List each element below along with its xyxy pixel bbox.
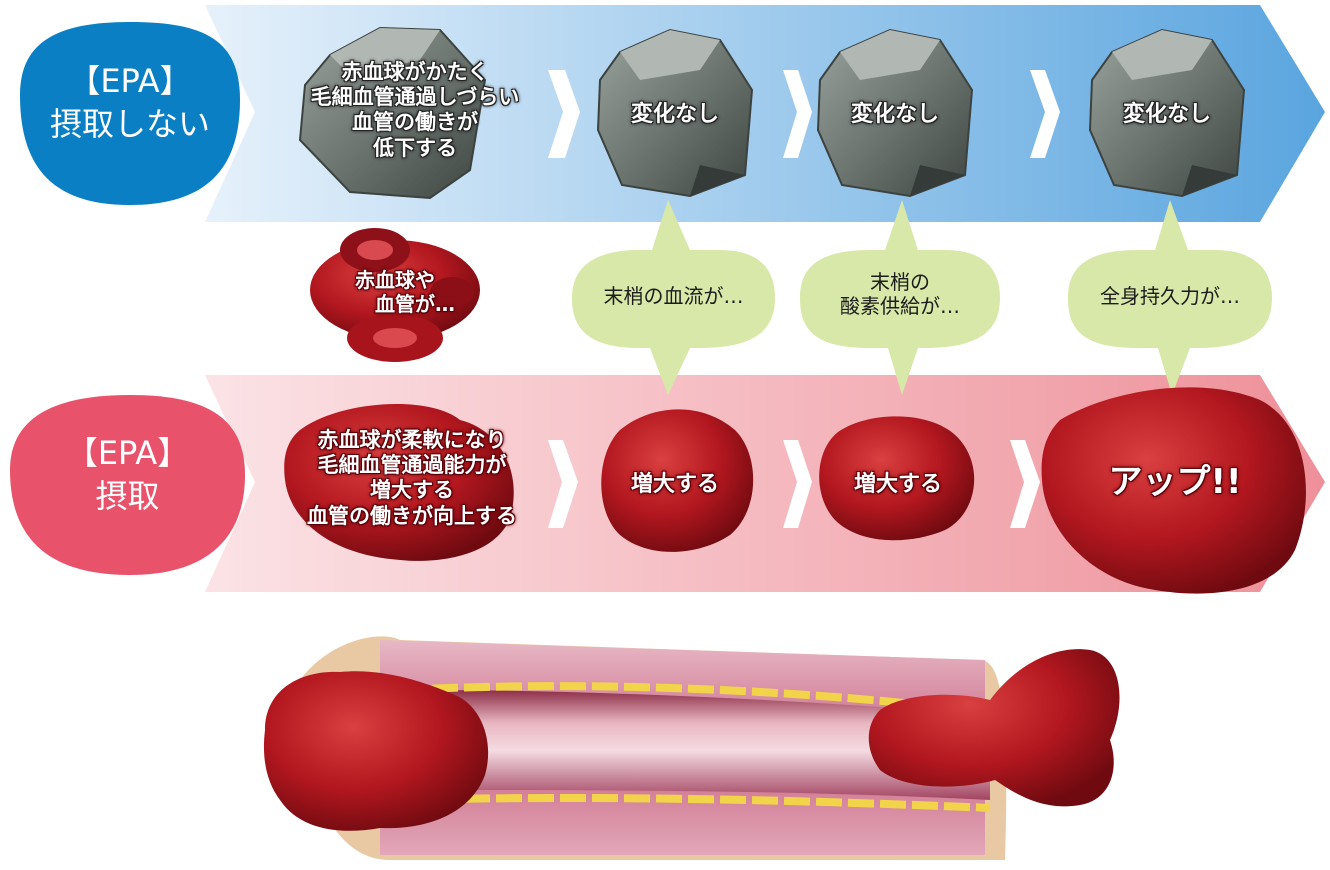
hard-cell-rock-2	[816, 28, 974, 198]
speech-bubble-3	[1068, 200, 1272, 395]
blood-vessel-illustration	[263, 636, 1120, 860]
center-cell-line: 血管が…	[375, 292, 455, 316]
no-epa-badge: 【EPA】 摂取しない	[20, 60, 240, 146]
speech-bubble-2	[800, 200, 1000, 395]
epa-badge-line1: 【EPA】	[65, 434, 190, 472]
no-epa-stage-label-1: 変化なし	[630, 102, 719, 127]
enlarged-cell-2	[819, 416, 975, 541]
flexible-cell-intro	[284, 403, 514, 561]
epa-intro-line: 赤血球が柔軟になり	[317, 428, 507, 452]
bubble-line: 末梢の	[870, 270, 930, 294]
epa-badge-shape	[10, 395, 245, 575]
bubble-line: 酸素供給が…	[840, 294, 960, 318]
center-red-cells	[310, 228, 480, 362]
epa-intro-line: 血管の働きが向上する	[307, 503, 517, 528]
enlarged-cell-3	[1041, 387, 1306, 594]
pink-chevron-2	[783, 440, 812, 528]
no-epa-intro-line: 毛細血管通過しづらい	[310, 85, 520, 110]
enlarged-cell-1	[601, 409, 754, 552]
bubble-line: 全身持久力が…	[1100, 284, 1240, 308]
no-epa-intro-line: 赤血球がかたく	[341, 60, 489, 84]
epa-intro-line: 増大する	[370, 478, 454, 503]
no-epa-intro-line: 低下する	[373, 135, 457, 160]
blue-chevron-3	[1030, 70, 1060, 158]
no-epa-badge-line2: 摂取しない	[49, 105, 210, 144]
blue-chevron-2	[783, 70, 812, 158]
no-epa-badge-line1: 【EPA】	[68, 62, 192, 100]
no-epa-intro-line: 血管の働きが	[352, 110, 478, 135]
hard-cell-rock-3	[1088, 28, 1246, 198]
no-epa-badge-shape	[20, 22, 240, 205]
center-cell-text: 赤血球や 血管が…	[320, 268, 470, 316]
epa-badge-line2: 摂取	[95, 477, 160, 516]
pink-chevron-3	[1010, 440, 1040, 528]
no-epa-stage-label-3: 変化なし	[1122, 102, 1211, 127]
hard-cell-rock-intro	[298, 26, 487, 200]
epa-stage-label-2: 増大する	[853, 472, 942, 497]
no-epa-intro-text: 赤血球がかたく 毛細血管通過しづらい 血管の働きが 低下する	[270, 60, 560, 161]
bubble-line: 末梢の血流が…	[603, 284, 744, 308]
blue-flow-arrow	[205, 5, 1325, 222]
no-epa-stage-label-2: 変化なし	[850, 102, 939, 127]
speech-bubble-2-text: 末梢の 酸素供給が…	[800, 270, 1000, 318]
epa-intro-text: 赤血球が柔軟になり 毛細血管通過能力が 増大する 血管の働きが向上する	[262, 428, 562, 529]
blue-chevron-1	[548, 70, 580, 158]
hard-cell-rock-1	[596, 28, 754, 198]
speech-bubble-3-text: 全身持久力が…	[1068, 284, 1272, 308]
center-cell-line: 赤血球や	[355, 268, 435, 292]
epa-stage-label-1: 増大する	[630, 472, 719, 497]
epa-stage-label-3: アップ!!	[1108, 462, 1242, 502]
epa-intro-line: 毛細血管通過能力が	[317, 453, 507, 478]
epa-badge: 【EPA】 摂取	[10, 432, 245, 518]
speech-bubble-1	[572, 200, 775, 395]
pink-chevron-1	[548, 440, 578, 528]
speech-bubble-1-text: 末梢の血流が…	[572, 284, 775, 308]
